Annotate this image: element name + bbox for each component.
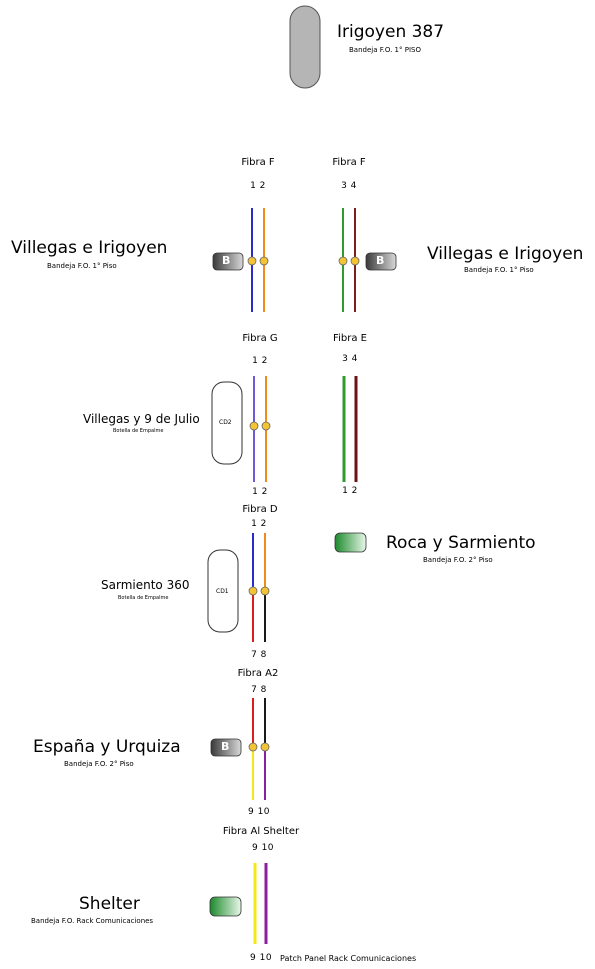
shelter-device xyxy=(209,896,242,917)
splice-point xyxy=(261,421,271,431)
site-sub-villegas-left: Bandeja F.O. 1° Piso xyxy=(47,262,117,270)
patch-panel-label: Patch Panel Rack Comunicaciones xyxy=(280,954,417,963)
site-sub-villegas-right: Bandeja F.O. 1° Piso xyxy=(464,266,534,274)
splice-point xyxy=(247,256,257,266)
fiber-nums-e: 3 4 xyxy=(342,354,358,364)
site-title-villegas9: Villegas y 9 de Julio xyxy=(83,412,200,426)
fiber-label-a2: Fibra A2 xyxy=(237,668,279,679)
fiber-nums-a2: 7 8 xyxy=(251,685,267,695)
splice-point xyxy=(260,742,270,752)
site-sub-roca: Bandeja F.O. 2° Piso xyxy=(423,556,493,564)
cd1-device xyxy=(207,549,239,633)
fiber-bottom-e: 1 2 xyxy=(342,486,358,496)
splice-point xyxy=(248,586,258,596)
splice-point xyxy=(350,256,360,266)
fiber-nums-f-left: 1 2 xyxy=(250,181,266,191)
fiber-nums-d: 1 2 xyxy=(251,519,267,529)
b-badge-left: B xyxy=(222,254,231,267)
site-title-sarmiento: Sarmiento 360 xyxy=(101,578,190,592)
splice-point xyxy=(259,256,269,266)
fiber-label-g: Fibra G xyxy=(242,333,278,344)
fiber-label-f-right: Fibra F xyxy=(332,157,366,168)
b-badge-espana: B xyxy=(221,740,230,753)
fiber-bottom-g: 1 2 xyxy=(252,487,268,497)
site-title-roca: Roca y Sarmiento xyxy=(386,533,536,553)
fiber-nums-f-right: 3 4 xyxy=(341,181,357,191)
b-badge-right: B xyxy=(376,254,385,267)
fiber-label-f-left: Fibra F xyxy=(241,157,275,168)
b-device-right xyxy=(365,252,397,271)
site-sub-irigoyen: Bandeja F.O. 1° PISO xyxy=(349,46,421,54)
fiber-bottom-d: 7 8 xyxy=(251,650,267,660)
fiber-bottom-a2: 9 10 xyxy=(247,807,271,817)
fiber-nums-shelter: 9 10 xyxy=(251,843,275,853)
roca-device xyxy=(334,532,367,553)
fiber-bottom-shelter: 9 10 xyxy=(250,953,273,963)
site-title-irigoyen: Irigoyen 387 xyxy=(337,22,445,42)
fiber-label-d: Fibra D xyxy=(242,504,278,515)
site-title-shelter: Shelter xyxy=(79,894,140,914)
cd2-label: CD2 xyxy=(219,419,232,426)
fiber-nums-g: 1 2 xyxy=(252,356,268,366)
splice-point xyxy=(249,421,259,431)
site-sub-sarmiento: Botella de Empalme xyxy=(118,595,169,601)
b-device-left xyxy=(212,252,244,271)
site-sub-espana: Bandeja F.O. 2° Piso xyxy=(64,760,134,768)
splice-point xyxy=(338,256,348,266)
splice-point xyxy=(260,586,270,596)
site-title-villegas-left: Villegas e Irigoyen xyxy=(11,238,168,258)
fiber-label-shelter: Fibra Al Shelter xyxy=(222,826,300,837)
splice-point xyxy=(248,742,258,752)
site-title-espana: España y Urquiza xyxy=(33,737,181,757)
cd1-label: CD1 xyxy=(216,588,229,595)
site-sub-shelter: Bandeja F.O. Rack Comunicaciones xyxy=(31,917,154,925)
cd2-device xyxy=(211,381,243,465)
fiber-label-e: Fibra E xyxy=(333,333,367,344)
site-title-villegas-right: Villegas e Irigoyen xyxy=(427,244,584,264)
irigoyen-device xyxy=(289,5,321,89)
site-sub-villegas9: Botella de Empalme xyxy=(113,428,164,434)
b-device-espana xyxy=(210,738,242,757)
